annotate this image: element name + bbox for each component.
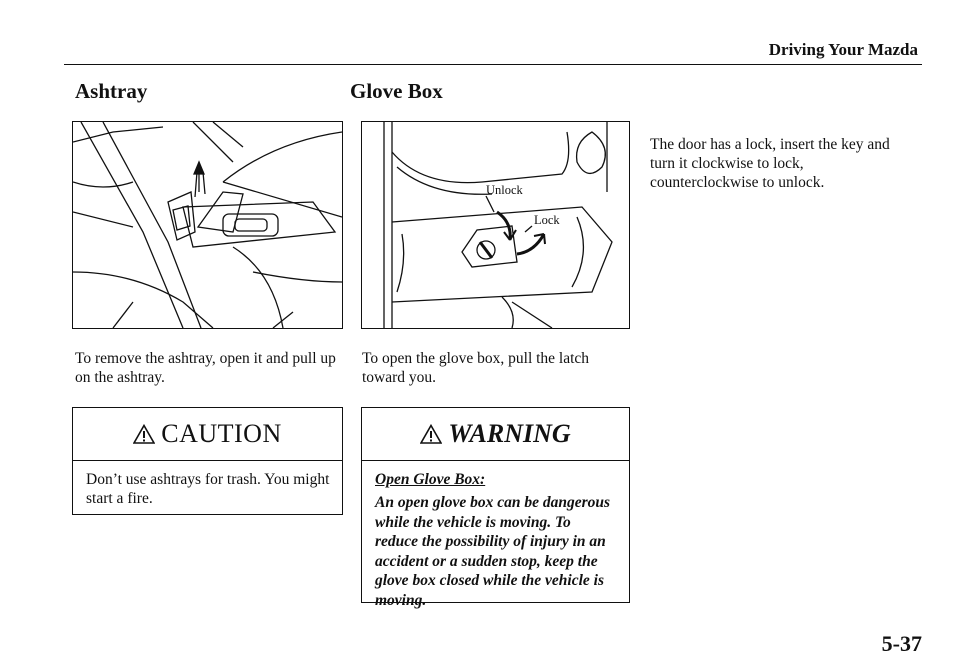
- glove-box-instructions: To open the glove box, pull the latch to…: [362, 350, 590, 386]
- warning-body: An open glove box can be dangerous while…: [375, 494, 611, 609]
- caution-header: CAUTION: [73, 408, 342, 461]
- warning-heading: WARNING: [448, 419, 571, 448]
- glove-box-lock-instructions: The door has a lock, insert the key and …: [650, 136, 890, 191]
- page-number: 5-37: [881, 631, 922, 656]
- caution-box: CAUTION Don’t use ashtrays for trash. Yo…: [72, 407, 343, 515]
- unlock-label: Unlock: [486, 183, 524, 197]
- header-rule: [64, 64, 922, 65]
- warning-triangle-icon: [420, 424, 443, 444]
- warning-subheading: Open Glove Box:: [375, 471, 486, 488]
- glove-box-title: Glove Box: [350, 79, 443, 103]
- warning-content: Open Glove Box: An open glove box can be…: [362, 461, 629, 610]
- running-head: Driving Your Mazda: [768, 40, 918, 59]
- glove-box-illustration: Unlock Lock: [361, 121, 630, 329]
- warning-header: WARNING: [362, 408, 629, 461]
- warning-triangle-icon: [133, 424, 156, 444]
- caution-body: Don’t use ashtrays for trash. You might …: [86, 471, 330, 507]
- caution-heading: CAUTION: [161, 419, 282, 448]
- lock-label: Lock: [534, 213, 560, 227]
- ashtray-illustration: [72, 121, 343, 329]
- warning-box: WARNING Open Glove Box: An open glove bo…: [361, 407, 630, 609]
- ashtray-title: Ashtray: [75, 79, 148, 103]
- ashtray-instructions: To remove the ashtray, open it and pull …: [75, 350, 336, 386]
